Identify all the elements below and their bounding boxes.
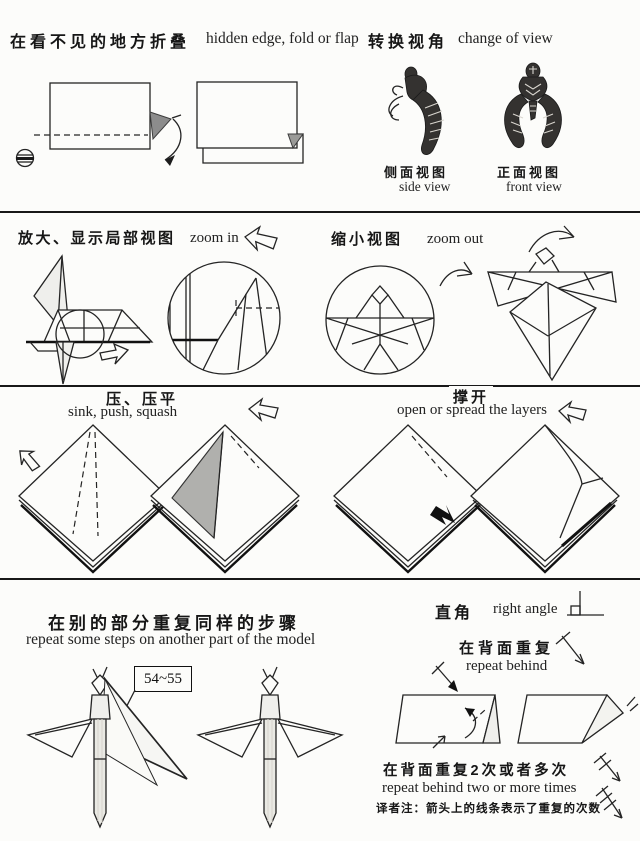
repeat-twice-arrow-icon — [593, 752, 621, 782]
squash-before-diamond — [18, 424, 168, 574]
model-after-figure — [196, 666, 344, 829]
front-view-label-en: front view — [506, 179, 562, 194]
front-view-label-zh: 正面视图 — [497, 165, 562, 180]
repeat-behind-title-en: repeat behind — [466, 658, 548, 674]
change-view-figures — [388, 62, 562, 155]
right-angle-title-zh: 直角 — [435, 605, 474, 622]
zoom-in-title-en: zoom in — [190, 230, 239, 246]
right-angle-title-en: right angle — [493, 601, 558, 617]
zoom-in-diagram — [26, 254, 281, 385]
side-view-label-en: side view — [399, 179, 451, 194]
zoom-in-arrow-icon — [244, 225, 278, 252]
sink-arrow-icon — [247, 397, 279, 423]
small-turn-arrow-icon — [99, 342, 130, 365]
hidden-edge-title-en: hidden edge, fold or flap — [206, 30, 359, 47]
zoom-out-diagram — [325, 247, 617, 382]
sink-title-zh: 压、压平 — [102, 388, 183, 409]
step-range-label: 54~55 — [143, 670, 183, 687]
open-title-zh: 撑开 — [449, 386, 494, 407]
spread-arrow-icon — [430, 505, 455, 525]
push-arrow-icon — [19, 450, 41, 472]
zoom-in-title-zh: 放大、显示局部视图 — [18, 230, 176, 247]
zoom-out-title-en: zoom out — [427, 231, 484, 247]
repeat-part-title-zh: 在别的部分重复同样的步骤 — [48, 614, 300, 633]
reduce-arrow-icon — [439, 261, 473, 287]
step-range-box: 54~55 — [134, 666, 192, 692]
fold-arrowhead — [165, 155, 175, 166]
hidden-edge-diagram — [15, 81, 304, 168]
sink-title-en: sink, push, squash — [68, 404, 178, 420]
zoom-out-arrow-icon — [528, 225, 575, 253]
section-divider-3 — [0, 578, 640, 580]
repeat-times-title-zh: 在背面重复2次或者多次 — [383, 763, 570, 779]
repeat-once-arrow-icon — [555, 631, 585, 665]
side-view-figure — [388, 66, 445, 155]
repeat-part-diagram — [26, 666, 344, 829]
open-after-diamond — [470, 424, 620, 574]
side-view-label-zh: 侧面视图 — [384, 165, 449, 180]
repeat-behind-diagram — [395, 693, 639, 749]
right-angle-icon — [567, 591, 604, 616]
change-view-title-en: change of view — [458, 30, 553, 47]
repeat-part-title-en: repeat some steps on another part of the… — [26, 631, 316, 648]
translator-note: 译者注：箭头上的线条表示了重复的次数 — [376, 803, 601, 815]
section-divider-2 — [0, 385, 640, 387]
open-before-diamond — [333, 424, 483, 574]
repeat-behind-title-zh: 在背面重复 — [459, 640, 555, 657]
open-arrow-icon — [558, 400, 587, 425]
section-divider-1 — [0, 211, 640, 213]
full-model-figure — [487, 247, 617, 382]
position-marker-icon — [15, 148, 35, 168]
repeat-many-arrow-icon — [595, 785, 623, 819]
open-title-en: open or spread the layers — [397, 402, 547, 418]
change-view-title-zh: 转换视角 — [368, 34, 449, 51]
model-before-figure — [26, 666, 188, 829]
zoom-out-title-zh: 缩小视图 — [331, 231, 404, 248]
repeat-behind-pointer-icon — [431, 661, 458, 692]
squash-after-diamond — [150, 424, 300, 574]
squash-open-diagrams — [18, 424, 620, 574]
front-view-figure — [504, 62, 562, 148]
repeat-times-title-en: repeat behind two or more times — [382, 780, 577, 796]
hidden-edge-title-zh: 在看不见的地方折叠 — [10, 34, 191, 51]
